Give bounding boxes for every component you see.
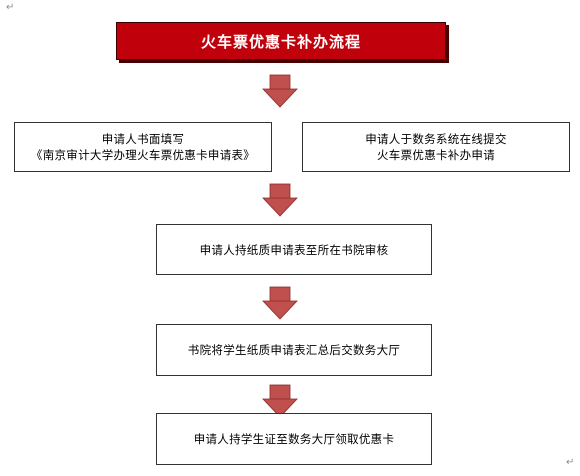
down-arrow-icon — [262, 286, 298, 320]
step-box-collect-card: 申请人持学生证至数务大厅领取优惠卡 — [156, 413, 432, 465]
step-box-collect-card-text: 申请人持学生证至数务大厅领取优惠卡 — [193, 432, 395, 446]
step-box-online-submit: 申请人于数务系统在线提交 火车票优惠卡补办申请 — [302, 122, 570, 172]
down-arrow-icon — [262, 74, 298, 108]
flow-title: 火车票优惠卡补办流程 — [116, 22, 446, 60]
paragraph-mark-top: ↵ — [6, 2, 15, 13]
flow-title-text: 火车票优惠卡补办流程 — [200, 32, 361, 51]
step-box-online-submit-line1: 申请人于数务系统在线提交 — [365, 132, 507, 146]
step-box-college-review: 申请人持纸质申请表至所在书院审核 — [156, 224, 432, 275]
step-box-paper-form-line2: 《南京审计大学办理火车票优惠卡申请表》 — [30, 148, 256, 162]
down-arrow-icon — [262, 384, 298, 418]
step-box-college-submit: 书院将学生纸质申请表汇总后交数务大厅 — [156, 324, 432, 376]
step-box-paper-form-line1: 申请人书面填写 — [101, 132, 185, 146]
step-box-college-review-text: 申请人持纸质申请表至所在书院审核 — [199, 242, 389, 257]
down-arrow-icon — [262, 183, 298, 217]
step-box-paper-form: 申请人书面填写 《南京审计大学办理火车票优惠卡申请表》 — [14, 122, 272, 172]
step-box-online-submit-line2: 火车票优惠卡补办申请 — [377, 148, 495, 162]
paragraph-mark-bottom: ↵ — [566, 457, 575, 468]
step-box-college-submit-text: 书院将学生纸质申请表汇总后交数务大厅 — [187, 343, 401, 357]
